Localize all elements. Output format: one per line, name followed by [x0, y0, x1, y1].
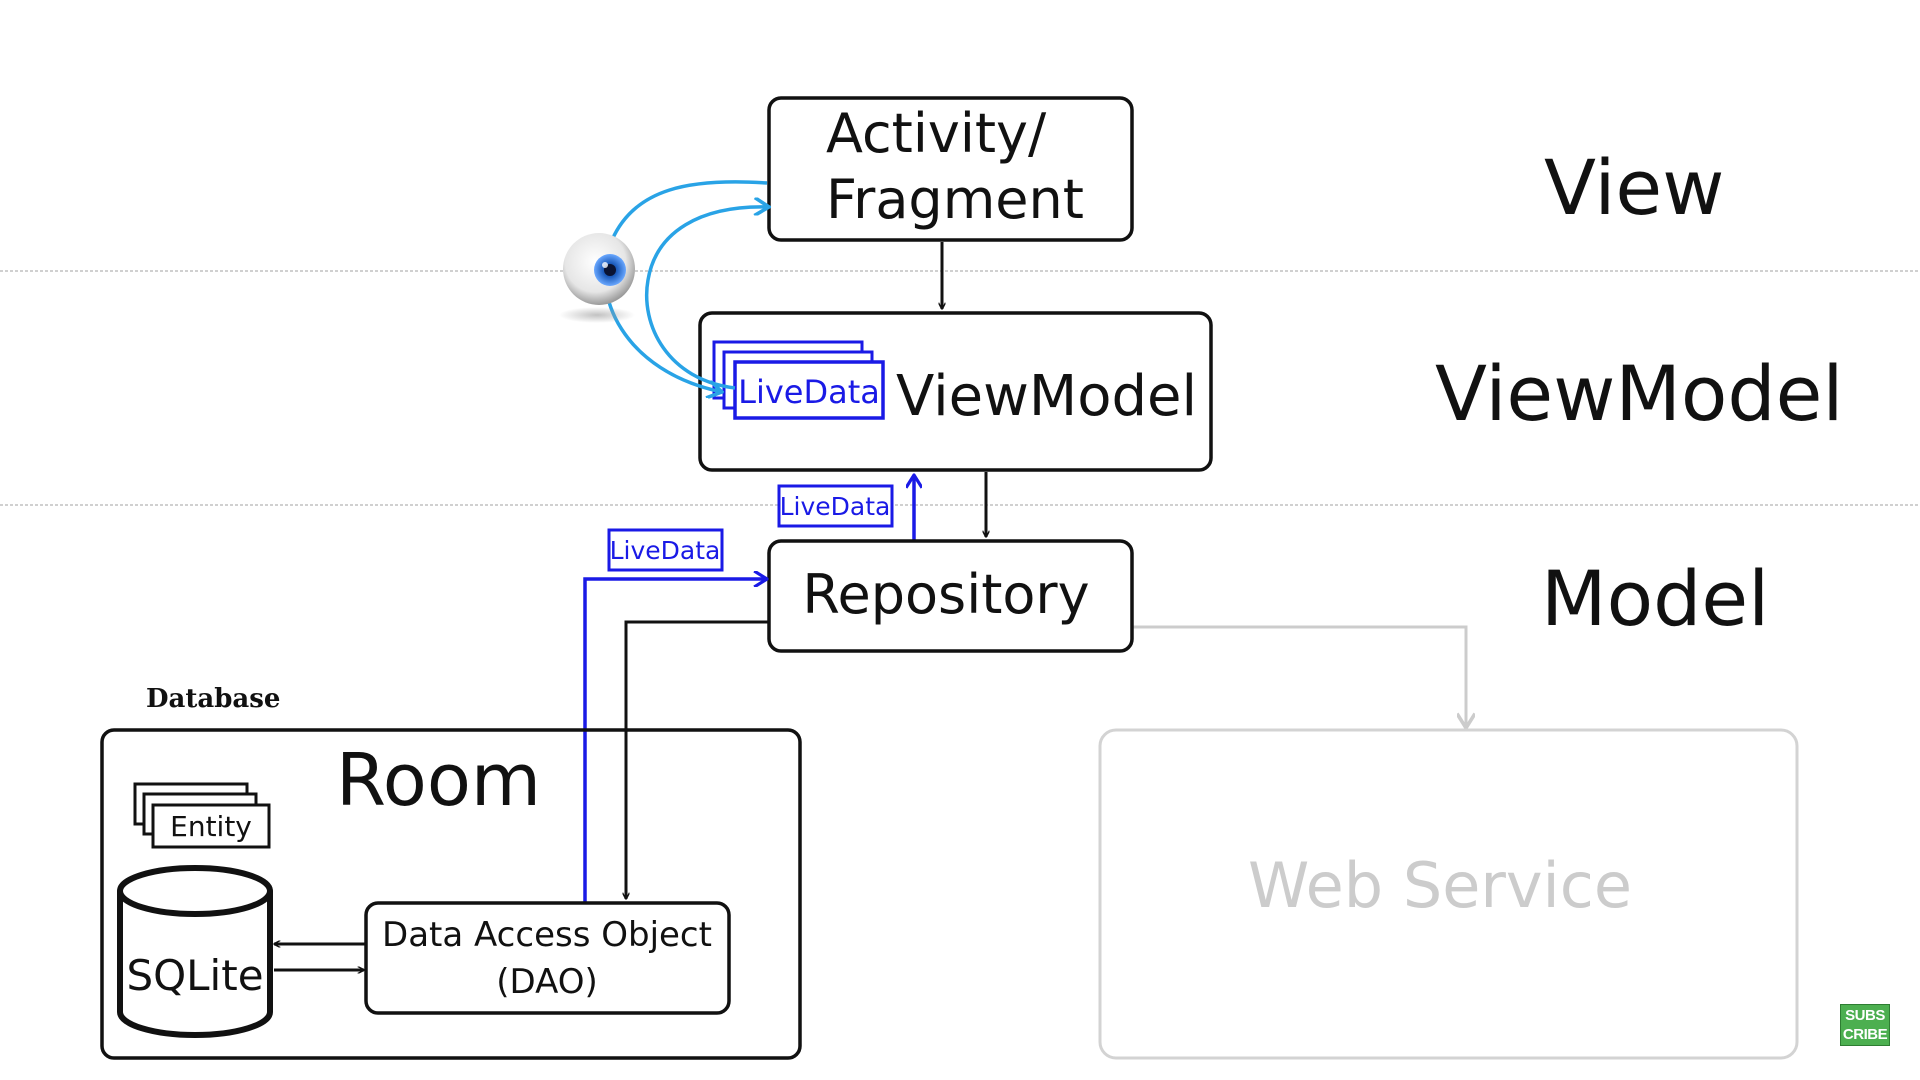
room-container	[100, 728, 802, 1060]
entity-label: Entity	[170, 810, 252, 843]
subscribe-badge-line2: CRIBE	[1842, 1026, 1888, 1043]
livedata-tag-repo-to-vm-label: LiveData	[780, 492, 891, 521]
web-service-label: Web Service	[1248, 849, 1632, 922]
sqlite-label: SQLite	[126, 951, 263, 1000]
layer-label-model: Model	[1541, 554, 1769, 643]
eye-icon	[559, 233, 635, 323]
room-label: Room	[336, 738, 541, 822]
observer-arc-inner	[645, 207, 769, 390]
sqlite-cylinder-body	[117, 891, 273, 1038]
viewmodel-livedata-stack: LiveData	[712, 340, 885, 420]
livedata-tag-dao-to-repo-label: LiveData	[610, 536, 721, 565]
entity-stack: Entity	[133, 782, 271, 849]
repository-label: Repository	[802, 563, 1089, 626]
layer-label-viewmodel: ViewModel	[1435, 349, 1844, 438]
sqlite-cylinder-top	[117, 865, 273, 917]
entity-card-front	[151, 803, 271, 849]
repository-box	[767, 539, 1134, 653]
arrow-repository-to-webservice	[1133, 625, 1466, 728]
activity-fragment-label-line2: Fragment	[826, 168, 1084, 231]
livedata-tag-repo-to-vm	[777, 484, 894, 528]
dao-box	[364, 901, 731, 1015]
livedata-stack-card-front	[733, 360, 885, 420]
subscribe-badge[interactable]: SUBS CRIBE	[1840, 1004, 1890, 1046]
eye-icon-highlight	[602, 262, 608, 268]
livedata-tag-dao-to-repo	[607, 528, 724, 572]
arrow-repository-to-dao	[626, 620, 769, 899]
layer-label-view: View	[1544, 143, 1724, 232]
dao-label-line1: Data Access Object	[382, 915, 712, 955]
eye-icon-shadow	[559, 307, 635, 323]
activity-fragment-box	[767, 96, 1134, 242]
viewmodel-livedata-label: LiveData	[738, 373, 880, 411]
dao-label-line2: (DAO)	[496, 962, 598, 1002]
database-section-label: Database	[146, 684, 280, 714]
activity-fragment-label-line1: Activity/	[826, 102, 1047, 165]
arrow-dao-to-repository-livedata	[583, 579, 767, 902]
web-service-box	[1098, 728, 1799, 1060]
subscribe-badge-line1: SUBS	[1845, 1007, 1885, 1024]
viewmodel-box-label: ViewModel	[896, 364, 1197, 429]
sqlite-cylinder: SQLite	[117, 865, 273, 1038]
